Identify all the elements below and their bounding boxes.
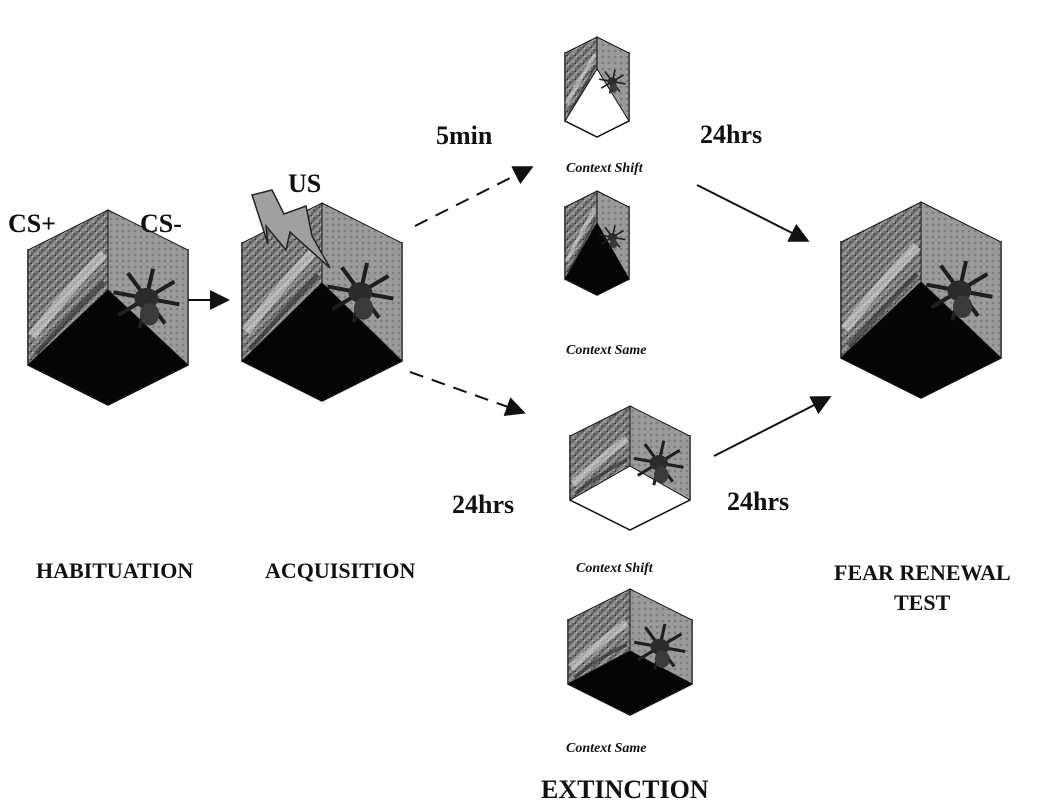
arrow-acquisition-to-top-extinction — [414, 166, 534, 227]
lizard-icon — [564, 207, 598, 262]
arrow-top-extinction-to-test — [696, 184, 810, 242]
acquisition-label: ACQUISITION — [265, 558, 415, 583]
tarantula-icon — [633, 623, 686, 671]
lizard-icon — [564, 53, 598, 105]
lizard-icon — [242, 243, 322, 335]
top-context-same-cube — [564, 190, 630, 296]
arrow-acquisition-to-bottom-extinction — [409, 371, 526, 417]
cs-minus-label: CS- — [140, 209, 182, 238]
fear-renewal-test-cube — [840, 201, 1002, 399]
tarantula-icon — [113, 268, 180, 329]
lizard-icon — [568, 620, 630, 671]
habituation-cube — [27, 209, 189, 406]
us-label: US — [288, 169, 321, 198]
habituation-label: HABITUATION — [36, 558, 193, 583]
arrow-bottom-extinction-to-test — [713, 396, 832, 457]
tarantula-icon — [633, 440, 684, 486]
bottom-context-shift-cube — [569, 405, 691, 531]
bottom-context-same-label: Context Same — [566, 741, 647, 756]
lizard-icon — [28, 250, 108, 340]
extinction-label: EXTINCTION — [541, 775, 709, 804]
bottom-context-shift-label: Context Shift — [576, 561, 654, 576]
top-context-shift-cube — [564, 36, 630, 138]
delay-top-24hrs-label: 24hrs — [700, 120, 762, 149]
fear-renewal-label-line2: TEST — [894, 590, 951, 615]
lizard-icon — [841, 242, 921, 332]
top-context-shift-label: Context Shift — [566, 161, 644, 176]
cs-plus-label: CS+ — [8, 209, 56, 238]
tarantula-icon — [926, 260, 993, 321]
delay-5min-label: 5min — [436, 121, 493, 150]
delay-bottom-24hrs-label: 24hrs — [452, 490, 514, 519]
tarantula-icon — [599, 69, 626, 94]
delay-bottom-test-24hrs-label: 24hrs — [727, 487, 789, 516]
fear-renewal-label-line1: FEAR RENEWAL — [834, 560, 1011, 585]
tarantula-icon — [327, 262, 394, 323]
tarantula-icon — [599, 225, 626, 250]
us-lightning-icon — [251, 189, 331, 269]
top-context-same-label: Context Same — [566, 343, 647, 358]
bottom-context-same-cube — [567, 588, 693, 716]
lizard-icon — [570, 436, 630, 487]
